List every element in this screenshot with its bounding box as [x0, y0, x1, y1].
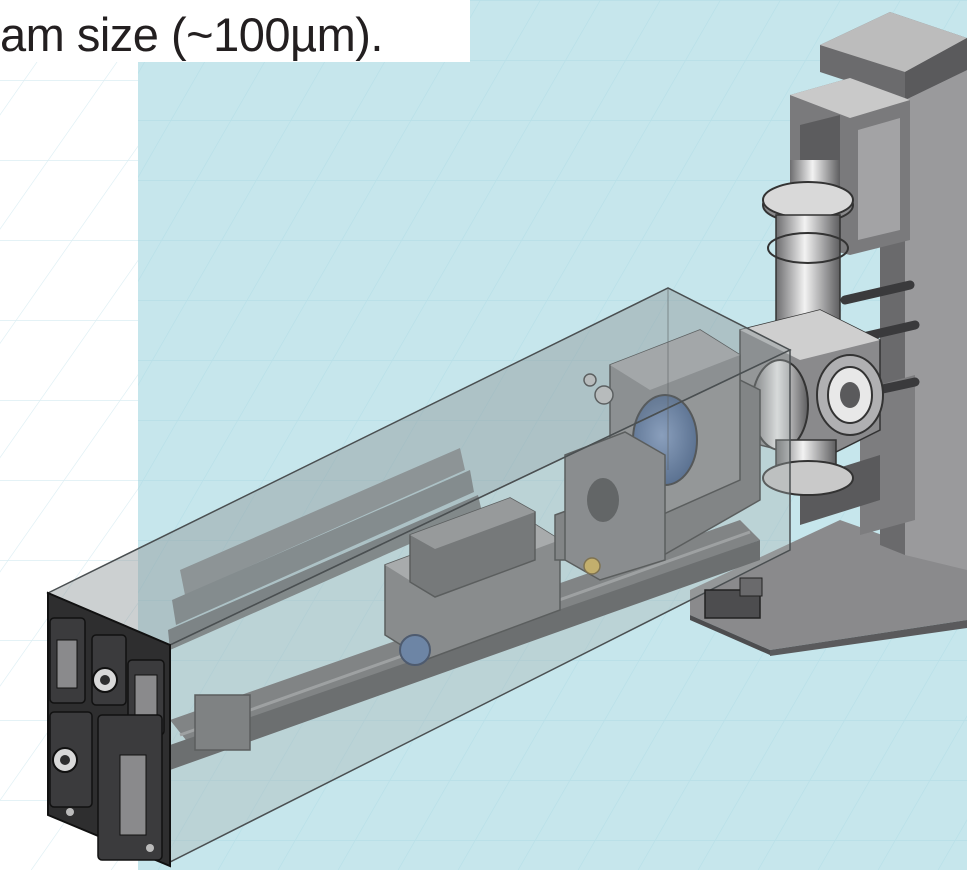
- side-connector: [704, 577, 763, 619]
- brass-fitting: [583, 557, 601, 575]
- vertical-tube: [762, 160, 854, 336]
- caption-text: am size (~100µm).: [0, 8, 383, 61]
- carriage-block: [384, 497, 561, 661]
- motor-block: [194, 694, 251, 751]
- bnc-connector-icon: [49, 634, 127, 808]
- connector-icon: [49, 617, 165, 861]
- lens-mount: [554, 329, 761, 581]
- caption-backdrop: [0, 0, 470, 62]
- blue-knob: [399, 634, 431, 666]
- vacuum-cross-icon: [739, 309, 884, 496]
- enclosure: [46, 287, 792, 868]
